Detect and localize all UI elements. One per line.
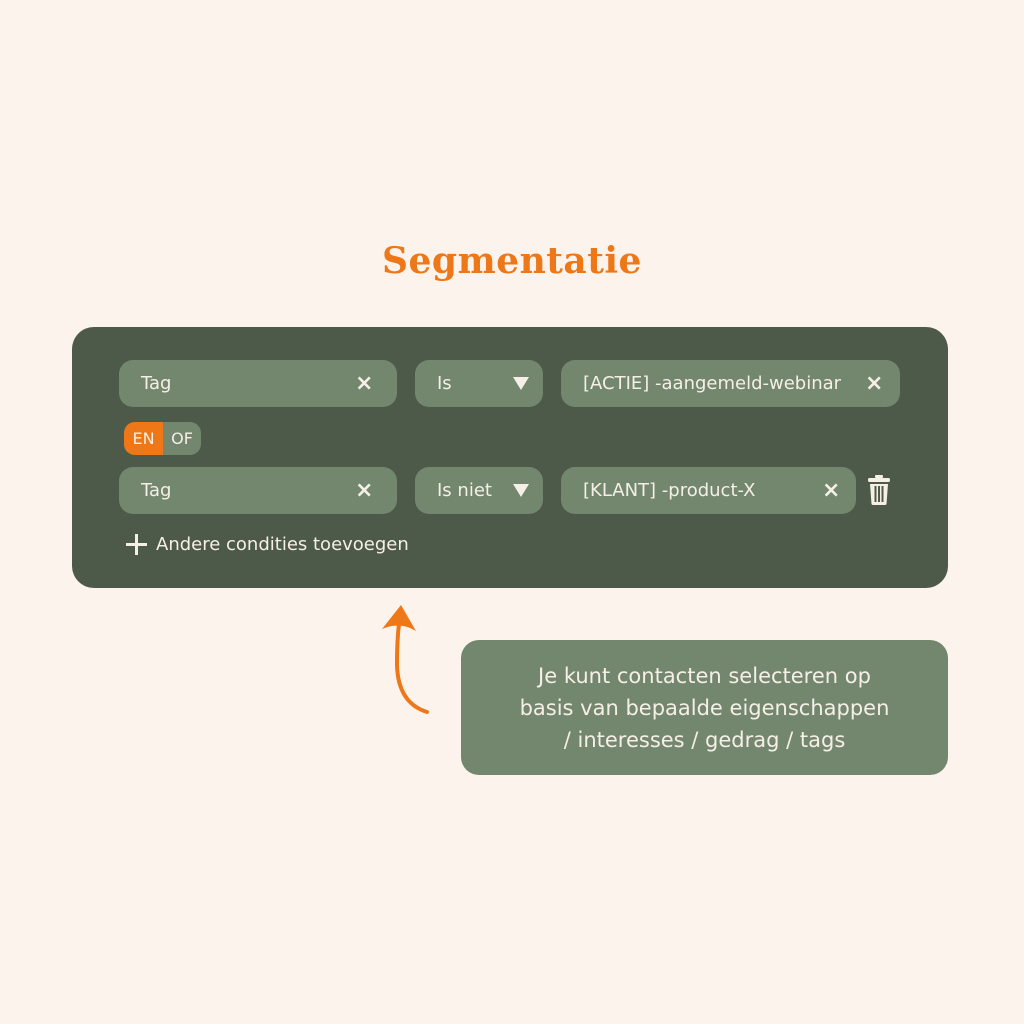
- field-value: Tag: [141, 373, 172, 394]
- condition-2-field-select[interactable]: Tag ×: [119, 467, 397, 514]
- chevron-down-icon: [513, 484, 529, 497]
- value-text: [KLANT] -product-X: [583, 480, 756, 501]
- field-value: Tag: [141, 480, 172, 501]
- page-title: Segmentatie: [382, 240, 642, 282]
- plus-icon: [126, 534, 147, 555]
- close-icon[interactable]: ×: [865, 371, 884, 396]
- callout-line: Je kunt contacten selecteren op: [538, 664, 871, 688]
- toggle-option-of[interactable]: OF: [171, 429, 193, 448]
- operator-value: Is: [437, 373, 452, 394]
- condition-2-operator-dropdown[interactable]: Is niet: [415, 467, 543, 514]
- add-condition-label: Andere condities toevoegen: [156, 534, 409, 555]
- chevron-down-icon: [513, 377, 529, 390]
- info-callout: Je kunt contacten selecteren op basis va…: [461, 640, 948, 775]
- trash-icon[interactable]: [867, 474, 891, 506]
- arrow-icon: [382, 605, 429, 714]
- toggle-option-en[interactable]: EN: [124, 422, 163, 455]
- condition-2-value-select[interactable]: [KLANT] -product-X ×: [561, 467, 856, 514]
- condition-1-field-select[interactable]: Tag ×: [119, 360, 397, 407]
- callout-line: basis van bepaalde eigenschappen: [519, 696, 890, 720]
- callout-line: / interesses / gedrag / tags: [563, 728, 846, 752]
- close-icon[interactable]: ×: [355, 478, 374, 503]
- close-icon[interactable]: ×: [355, 371, 374, 396]
- close-icon[interactable]: ×: [822, 478, 841, 503]
- operator-value: Is niet: [437, 480, 492, 501]
- condition-1-operator-dropdown[interactable]: Is: [415, 360, 543, 407]
- and-or-toggle[interactable]: EN OF: [124, 422, 201, 455]
- value-text: [ACTIE] -aangemeld-webinar: [583, 373, 842, 394]
- segmentation-panel: Tag × Is [ACTIE] -aangemeld-webinar × EN…: [72, 327, 948, 588]
- add-condition-button[interactable]: Andere condities toevoegen: [126, 534, 409, 555]
- condition-1-value-select[interactable]: [ACTIE] -aangemeld-webinar ×: [561, 360, 900, 407]
